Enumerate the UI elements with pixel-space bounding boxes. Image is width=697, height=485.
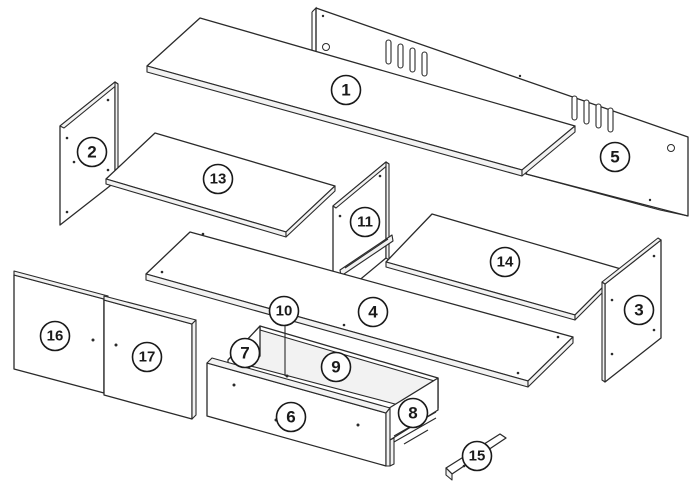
badge-11-label: 11 — [357, 214, 373, 231]
badge-16: 16 — [39, 320, 71, 352]
badge-2: 2 — [76, 136, 108, 168]
badge-16-label: 16 — [47, 328, 64, 345]
badge-8-label: 8 — [408, 404, 417, 423]
badge-14-label: 14 — [497, 254, 514, 271]
badge-15: 15 — [461, 440, 493, 472]
badge-1: 1 — [330, 74, 362, 106]
badge-3-label: 3 — [634, 301, 643, 320]
part-1-top-panel — [146, 17, 576, 177]
badge-7-label: 7 — [240, 344, 249, 363]
badge-4: 4 — [357, 296, 389, 328]
badge-2-label: 2 — [87, 143, 96, 162]
badge-13: 13 — [202, 163, 234, 195]
badge-17: 17 — [131, 341, 163, 373]
badge-4-label: 4 — [368, 303, 378, 322]
badge-14: 14 — [489, 246, 521, 278]
badge-17-label: 17 — [139, 349, 156, 366]
badge-1-label: 1 — [341, 81, 350, 100]
vent-slots-right — [571, 95, 614, 133]
badge-8: 8 — [397, 397, 429, 429]
badge-9: 9 — [320, 351, 352, 383]
badge-11: 11 — [349, 206, 381, 238]
badge-7: 7 — [229, 337, 261, 369]
badge-6-label: 6 — [286, 408, 295, 427]
badge-3: 3 — [623, 294, 655, 326]
badge-15-label: 15 — [469, 448, 486, 465]
badge-9-label: 9 — [331, 358, 340, 377]
badge-13-label: 13 — [210, 171, 227, 188]
vent-slots-left — [385, 39, 428, 77]
badge-10: 10 — [268, 295, 300, 327]
badge-5: 5 — [599, 141, 631, 173]
badge-6: 6 — [275, 401, 307, 433]
badge-5-label: 5 — [610, 148, 619, 167]
badge-10-label: 10 — [276, 303, 293, 320]
